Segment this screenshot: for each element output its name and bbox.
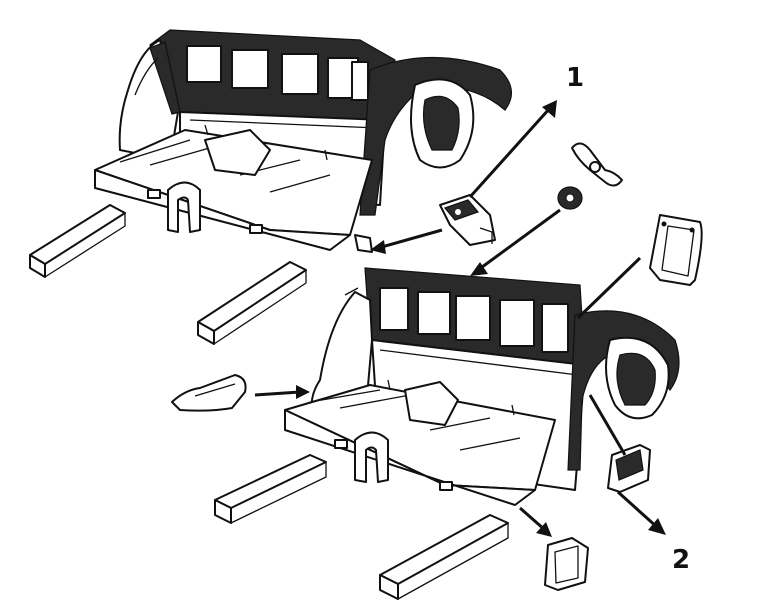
bottom-chassis-rail-left: [214, 454, 327, 524]
cover-plate-part: [649, 214, 703, 286]
bottom-body-shell-assembly: [214, 267, 680, 600]
rubber-grommet-part: [557, 186, 583, 210]
lower-bracket-part-2: [607, 444, 651, 493]
bottom-chassis-rail-right: [379, 514, 509, 600]
arrow-callout-2: [588, 394, 666, 535]
mount-bracket-part: [439, 194, 496, 246]
top-mount-bracket: [354, 234, 373, 253]
front-gusset-part: [544, 537, 589, 591]
arrow-cover-plate: [576, 256, 642, 320]
top-chassis-rail-right: [197, 261, 307, 345]
top-body-shell-assembly: [29, 29, 512, 345]
bottom-right-wheel-arch: [567, 310, 680, 471]
wing-nut-part: [571, 142, 623, 187]
top-chassis-rail-left: [29, 204, 126, 278]
bottom-floor-pan: [284, 379, 556, 506]
top-left-side-panel: [118, 39, 181, 161]
callout-label-2: 2: [672, 545, 690, 575]
callout-label-1: 1: [566, 63, 584, 93]
top-floor-pan: [94, 124, 373, 251]
arrow-bracket-to-top-assembly: [370, 228, 443, 254]
arrow-gusset-left: [254, 385, 310, 399]
arrow-callout-1: [468, 100, 557, 199]
top-right-wheel-arch: [359, 56, 512, 216]
small-floor-gusset-left: [171, 374, 247, 412]
arrow-front-gusset: [519, 506, 552, 537]
arrow-grommet-to-bulkhead: [470, 208, 561, 276]
